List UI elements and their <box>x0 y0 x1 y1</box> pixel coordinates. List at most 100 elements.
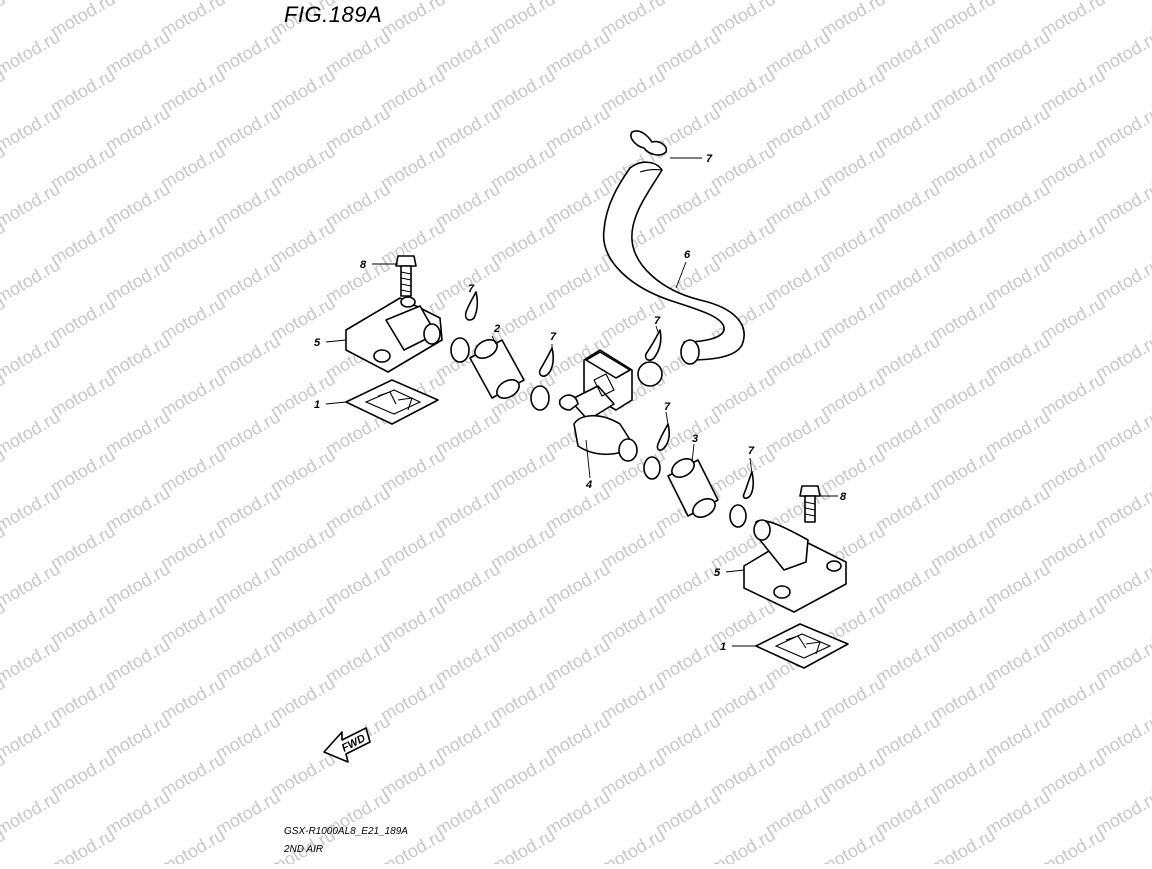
watermark-text: motod.ru <box>487 65 559 118</box>
watermark-text: motod.ru <box>322 103 394 156</box>
watermark-text: motod.ru <box>267 293 339 346</box>
watermark-text: motod.ru <box>267 217 339 270</box>
callout-2: 2 <box>493 323 500 335</box>
watermark-text: motod.ru <box>377 141 449 194</box>
watermark-text: motod.ru <box>817 445 889 498</box>
watermark-text: motod.ru <box>872 331 944 384</box>
watermark-text: motod.ru <box>597 749 669 802</box>
watermark-text: motod.ru <box>1037 217 1109 270</box>
watermark-text: motod.ru <box>47 445 119 498</box>
part-7-clamp-left[interactable] <box>450 291 479 363</box>
watermark-text: motod.ru <box>102 559 174 612</box>
watermark-text: motod.ru <box>47 141 119 194</box>
watermark-text: motod.ru <box>927 369 999 422</box>
watermark-text: motod.ru <box>872 179 944 232</box>
watermark-text: motod.ru <box>762 255 834 308</box>
callout-8-right: 8 <box>840 491 847 503</box>
watermark-text: motod.ru <box>377 749 449 802</box>
watermark-text: motod.ru <box>487 293 559 346</box>
watermark-text: motod.ru <box>817 65 889 118</box>
watermark-text: motod.ru <box>0 103 64 156</box>
watermark-text: motod.ru <box>982 787 1054 840</box>
part-3-hose[interactable] <box>667 455 719 521</box>
watermark-text: motod.ru <box>927 217 999 270</box>
watermark-text: motod.ru <box>157 749 229 802</box>
watermark-text: motod.ru <box>542 27 614 80</box>
watermark-text: motod.ru <box>652 635 724 688</box>
part-1-reed-valve-left[interactable] <box>345 379 439 425</box>
watermark-text: motod.ru <box>762 331 834 384</box>
watermark-text: motod.ru <box>322 27 394 80</box>
callout-8-left: 8 <box>360 259 367 271</box>
part-7-clamp-mid-left[interactable] <box>530 347 554 411</box>
watermark-text: motod.ru <box>212 27 284 80</box>
watermark-text: motod.ru <box>157 141 229 194</box>
watermark-text: motod.ru <box>927 293 999 346</box>
part-4-control-valve[interactable] <box>558 349 638 462</box>
part-7-clamp-mid-right[interactable] <box>643 423 670 480</box>
watermark-text: motod.ru <box>707 369 779 422</box>
watermark-text: motod.ru <box>872 103 944 156</box>
watermark-text: motod.ru <box>542 711 614 764</box>
watermark-text: motod.ru <box>817 141 889 194</box>
callout-7-right: 7 <box>748 445 755 457</box>
watermark-text: motod.ru <box>432 711 504 764</box>
watermark-text: motod.ru <box>542 635 614 688</box>
watermark-text: motod.ru <box>102 255 174 308</box>
watermark-text: motod.ru <box>47 597 119 650</box>
watermark-text: motod.ru <box>322 483 394 536</box>
figure-name: 2ND AIR <box>284 844 324 855</box>
part-6-hose[interactable] <box>602 161 745 365</box>
watermark-text: motod.ru <box>762 711 834 764</box>
watermark-text: motod.ru <box>377 445 449 498</box>
watermark-text: motod.ru <box>542 179 614 232</box>
watermark-text: motod.ru <box>652 27 724 80</box>
watermark-text: motod.ru <box>432 179 504 232</box>
watermark-text: motod.ru <box>102 483 174 536</box>
callout-7-left: 7 <box>468 283 475 295</box>
callout-5-left: 5 <box>314 337 321 349</box>
callout-7-top: 7 <box>706 153 713 165</box>
watermark-text: motod.ru <box>267 141 339 194</box>
watermark-text: motod.ru <box>47 521 119 574</box>
part-1-reed-valve-right[interactable] <box>755 623 849 669</box>
watermark-text: motod.ru <box>487 217 559 270</box>
watermark-text: motod.ru <box>102 103 174 156</box>
part-7-clamp-top[interactable] <box>630 130 668 156</box>
watermark-text: motod.ru <box>652 179 724 232</box>
watermark-text: motod.ru <box>927 521 999 574</box>
part-7-clamp-hose-end[interactable] <box>637 329 663 387</box>
watermark-text: motod.ru <box>157 597 229 650</box>
watermark-text: motod.ru <box>542 483 614 536</box>
watermark-text: motod.ru <box>212 711 284 764</box>
watermark-text: motod.ru <box>0 483 64 536</box>
part-5-cover-left[interactable] <box>345 296 443 373</box>
watermark-text: motod.ru <box>212 255 284 308</box>
watermark-text: motod.ru <box>377 597 449 650</box>
watermark-text: motod.ru <box>707 65 779 118</box>
part-8-bolt-left[interactable] <box>395 255 417 297</box>
part-7-clamp-right[interactable] <box>729 471 755 528</box>
watermark-text: motod.ru <box>0 787 64 840</box>
watermark-text: motod.ru <box>47 293 119 346</box>
watermark-text: motod.ru <box>927 141 999 194</box>
watermark-text: motod.ru <box>982 407 1054 460</box>
part-8-bolt-right[interactable] <box>799 485 821 523</box>
watermark-text: motod.ru <box>157 217 229 270</box>
watermark-text: motod.ru <box>927 597 999 650</box>
watermark-text: motod.ru <box>1037 445 1109 498</box>
part-2-hose[interactable] <box>469 336 525 402</box>
watermark-text: motod.ru <box>982 331 1054 384</box>
watermark-text: motod.ru <box>597 65 669 118</box>
watermark-text: motod.ru <box>1037 293 1109 346</box>
watermark-text: motod.ru <box>817 825 889 864</box>
watermark-text: motod.ru <box>1037 749 1109 802</box>
watermark-text: motod.ru <box>597 521 669 574</box>
watermark-text: motod.ru <box>0 331 64 384</box>
watermark-text: motod.ru <box>652 559 724 612</box>
watermark-text: motod.ru <box>707 445 779 498</box>
watermark-text: motod.ru <box>872 559 944 612</box>
watermark-text: motod.ru <box>0 407 64 460</box>
part-5-cover-right[interactable] <box>743 519 847 613</box>
watermark-text: motod.ru <box>267 445 339 498</box>
